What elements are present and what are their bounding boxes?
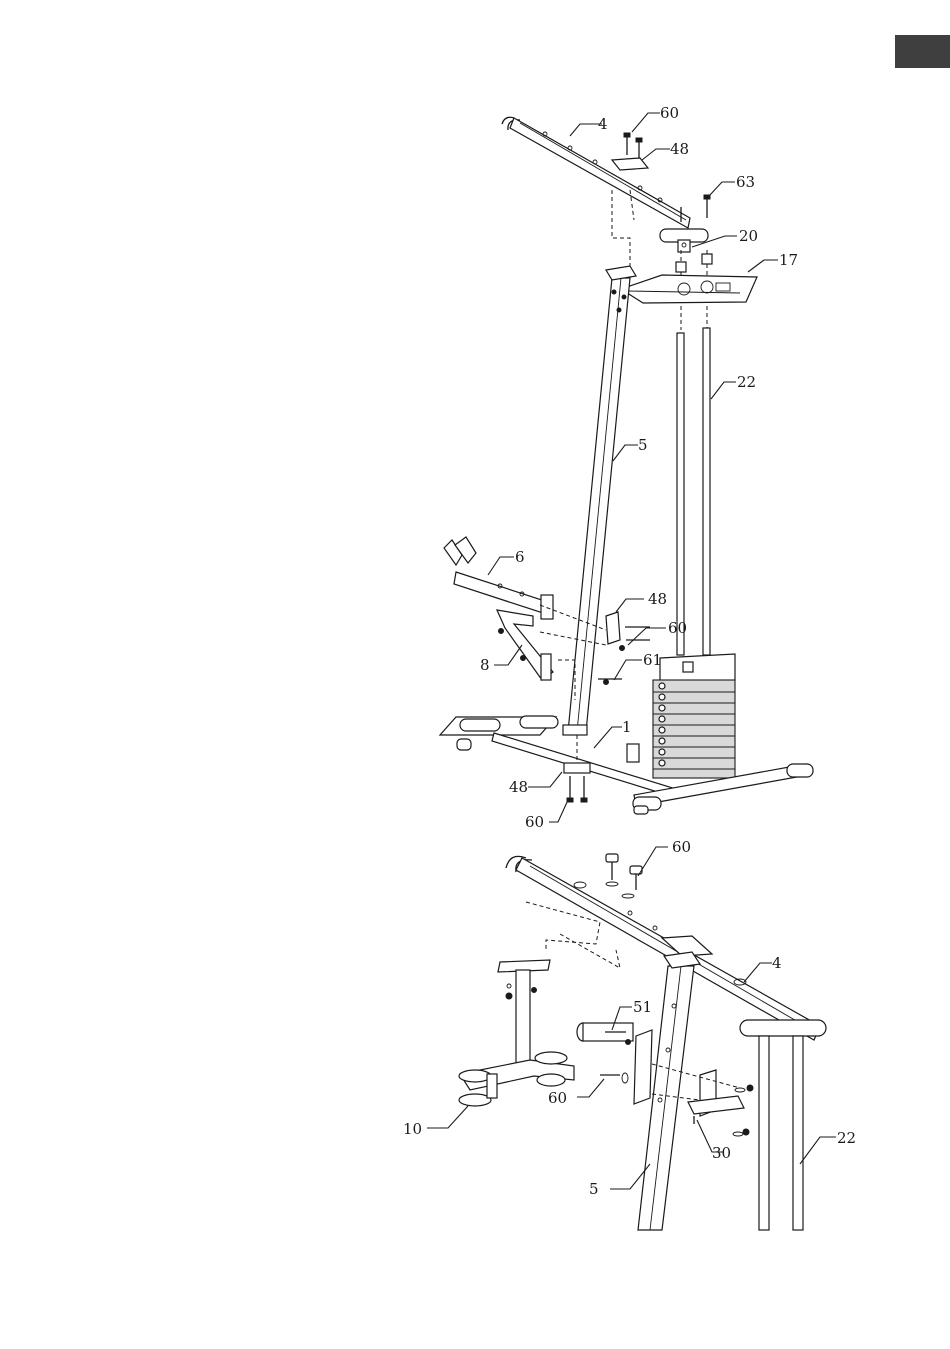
- top-plate-part-17: [621, 275, 757, 303]
- pulley-bracket-part-51: [577, 1023, 652, 1104]
- top-assembly-diagram: 4 60 48 63 20 17 22 5 6 48 60 8 61 1 48 …: [440, 104, 813, 831]
- callout-10: 10: [403, 1120, 422, 1138]
- callout-48-mid: 48: [648, 590, 667, 608]
- callout-60-base: 60: [525, 813, 544, 831]
- callout-4-top: 4: [598, 115, 608, 133]
- callout-8: 8: [480, 656, 490, 674]
- bushing-part-20-right: [702, 254, 712, 264]
- callout-61: 61: [643, 651, 662, 669]
- callout-60-lower: 60: [548, 1089, 567, 1107]
- callout-5-close: 5: [589, 1180, 599, 1198]
- lower-arm-part-10: [459, 960, 574, 1106]
- bracket-part-30: [688, 1070, 753, 1136]
- brace-part-8: [497, 610, 553, 680]
- weight-stack: [653, 654, 735, 778]
- callout-22-top: 22: [737, 373, 756, 391]
- base-bolts-60: [564, 763, 590, 802]
- callout-6: 6: [515, 548, 525, 566]
- guide-rods-close-part-22: [759, 1036, 803, 1230]
- callout-30: 30: [712, 1144, 731, 1162]
- callout-4-close: 4: [772, 954, 782, 972]
- language-tab: [895, 35, 950, 68]
- bolts-60-close: [606, 854, 642, 898]
- callout-63: 63: [736, 173, 755, 191]
- callout-60-mid: 60: [668, 619, 687, 637]
- callout-1: 1: [622, 718, 632, 736]
- bottom-assembly-diagram: 60 4 51 60 10 30 22 5: [403, 838, 856, 1230]
- callout-48-top: 48: [670, 140, 689, 158]
- callout-60-close: 60: [672, 838, 691, 856]
- callout-20: 20: [739, 227, 758, 245]
- callout-51: 51: [633, 998, 652, 1016]
- callout-22-close: 22: [837, 1129, 856, 1147]
- callout-48-base: 48: [509, 778, 528, 796]
- front-arm-part-6: [444, 537, 553, 619]
- callout-5-top: 5: [638, 436, 648, 454]
- callout-60-top: 60: [660, 104, 679, 122]
- upright-part-5: [568, 266, 636, 732]
- bushing-part-20-left: [676, 262, 686, 272]
- top-beam-part-4: [502, 117, 708, 252]
- guide-rods-part-22: [677, 328, 710, 655]
- bracket-part-48-mid: [598, 612, 650, 685]
- callout-17: 17: [779, 251, 798, 269]
